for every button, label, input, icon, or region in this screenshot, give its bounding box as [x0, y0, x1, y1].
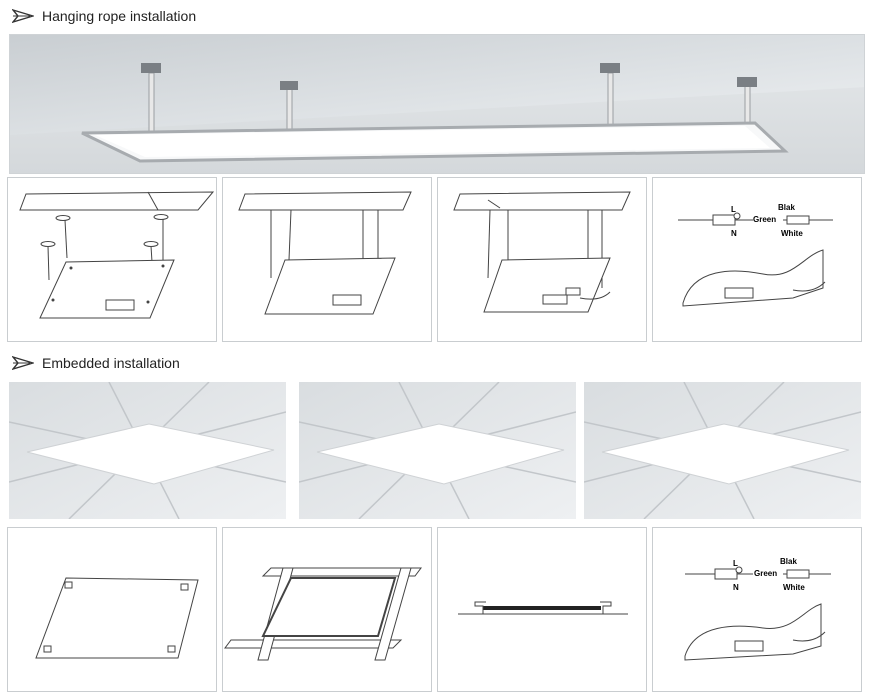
embedded-photo-1 [9, 382, 286, 519]
wire-green-label: Green [753, 215, 776, 224]
hanging-panel-photo [9, 34, 865, 174]
wire-l-label: L [733, 559, 738, 568]
section-title-hanging: Hanging rope installation [12, 8, 196, 24]
hanging-wiring-diagram: L N Blak Green White [652, 177, 862, 342]
embedded-photo-2 [299, 382, 576, 519]
hanging-step-1 [7, 177, 217, 342]
embedded-step-2 [222, 527, 432, 692]
embedded-title-text: Embedded installation [42, 355, 180, 371]
wire-blak-label: Blak [778, 203, 795, 212]
wire-green-label: Green [754, 569, 777, 578]
wire-white-label: White [781, 229, 803, 238]
embedded-wiring-diagram: L N Blak Green White [652, 527, 862, 692]
wire-blak-label: Blak [780, 557, 797, 566]
hanging-step-3 [437, 177, 647, 342]
hanging-title-text: Hanging rope installation [42, 8, 197, 24]
wire-n-label: N [731, 229, 737, 238]
embedded-photo-3 [584, 382, 861, 519]
arrow-marker-icon [12, 356, 34, 370]
wire-l-label: L [731, 205, 736, 214]
arrow-marker-icon [12, 9, 34, 23]
section-title-embedded: Embedded installation [12, 355, 180, 371]
wire-white-label: White [783, 583, 805, 592]
hanging-step-2 [222, 177, 432, 342]
embedded-step-1 [7, 527, 217, 692]
wire-n-label: N [733, 583, 739, 592]
embedded-step-3 [437, 527, 647, 692]
